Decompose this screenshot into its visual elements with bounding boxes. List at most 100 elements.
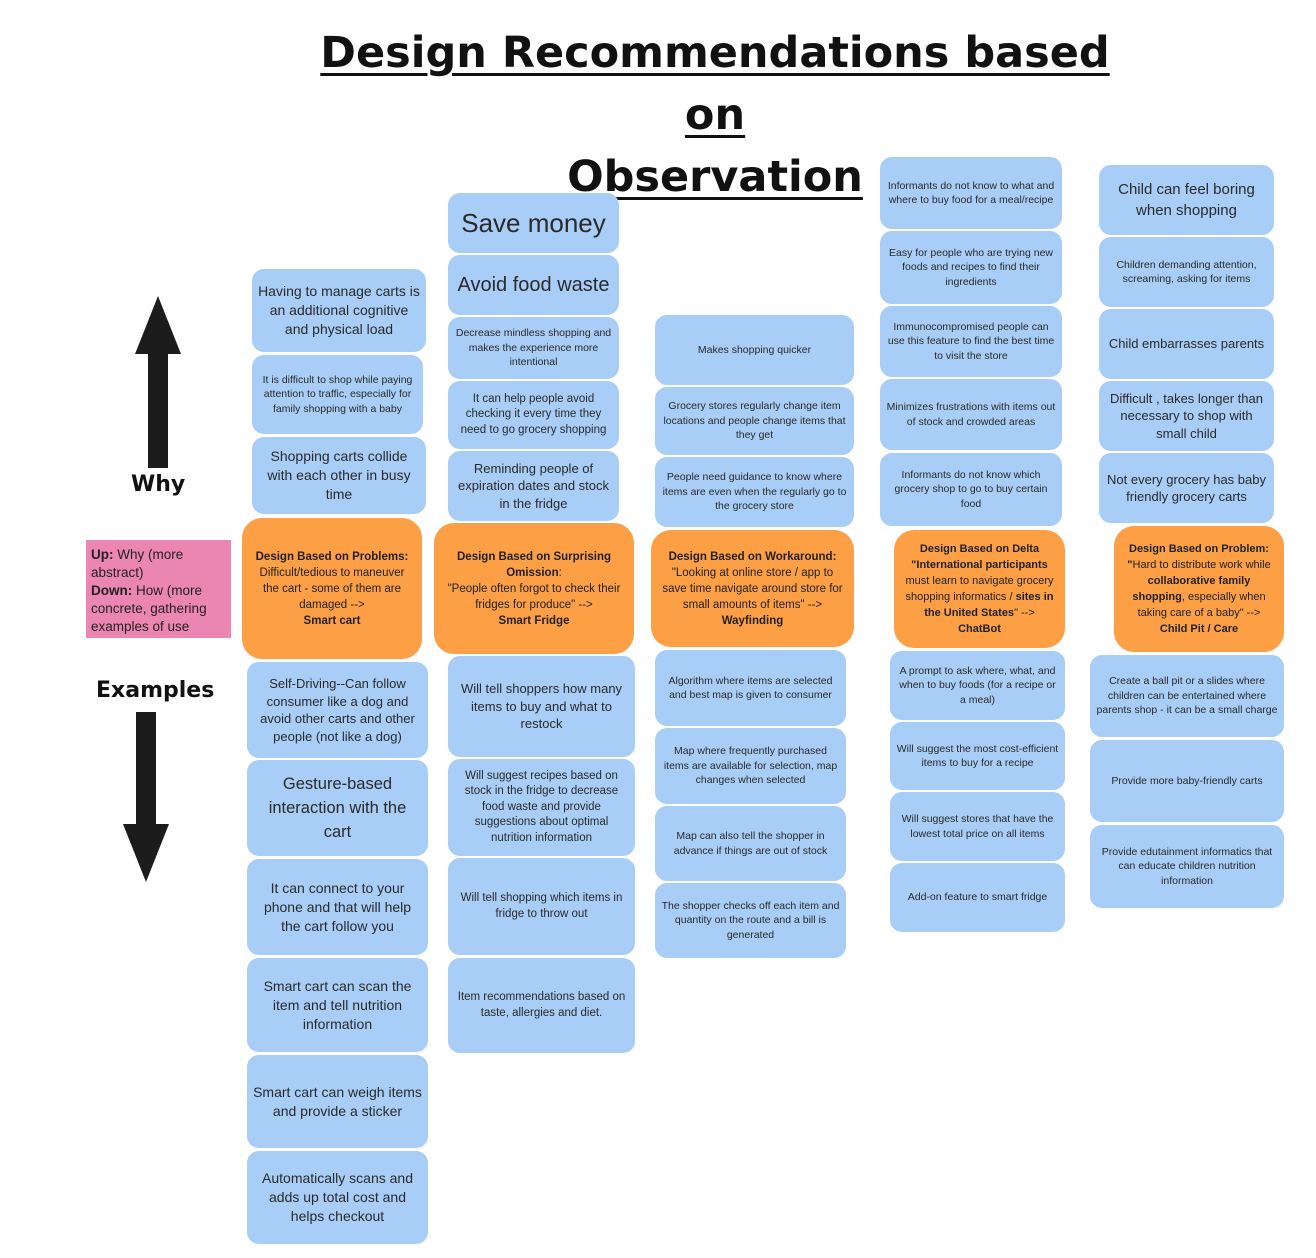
problem-text: "Looking at online store / app to save t… bbox=[662, 566, 843, 611]
note-text: Reminding people of expiration dates and… bbox=[457, 460, 610, 511]
title-line-2: Observation bbox=[567, 152, 863, 202]
problem-card-smart-fridge: Design Based on Surprising Omission: "Pe… bbox=[434, 523, 634, 654]
note-text: Shopping carts collide with each other i… bbox=[267, 448, 411, 502]
why-note: Grocery stores regularly change item loc… bbox=[655, 387, 854, 455]
note-text: It can connect to your phone and that wi… bbox=[263, 879, 412, 934]
note-text: The shopper checks off each item and qua… bbox=[661, 899, 840, 941]
why-note: Informants do not know to what and where… bbox=[880, 157, 1062, 229]
problem-text: "People often forgot to check their frid… bbox=[447, 582, 621, 611]
problem-heading: Design Based on Delta bbox=[919, 543, 1040, 555]
why-note: It is difficult to shop while paying att… bbox=[252, 355, 423, 434]
note-text: Map where frequently purchased items are… bbox=[663, 745, 838, 787]
legend-note: Up: Why (more abstract) Down: How (more … bbox=[86, 540, 231, 638]
why-note: It can help people avoid checking it eve… bbox=[448, 381, 619, 449]
problem-heading: Design Based on Workaround: bbox=[668, 550, 837, 563]
problem-result: Smart cart bbox=[303, 614, 361, 627]
example-note: Smart cart can weigh items and provide a… bbox=[247, 1055, 428, 1148]
why-note: Reminding people of expiration dates and… bbox=[448, 451, 619, 521]
example-note: Will tell shopping which items in fridge… bbox=[448, 858, 635, 955]
note-text: Children demanding attention, screaming,… bbox=[1116, 258, 1257, 286]
example-note: Map where frequently purchased items are… bbox=[655, 728, 846, 804]
example-note: Will suggest stores that have the lowest… bbox=[890, 792, 1065, 861]
note-text: Child can feel boring when shopping bbox=[1118, 181, 1255, 219]
example-note: Item recommendations based on taste, all… bbox=[448, 958, 635, 1053]
title-line-1: Design Recommendations based on bbox=[320, 28, 1110, 140]
note-text: Smart cart can weigh items and provide a… bbox=[253, 1083, 422, 1119]
problem-card-child-pit: Design Based on Problem: "Hard to distri… bbox=[1114, 526, 1284, 652]
example-note: Algorithm where items are selected and b… bbox=[655, 650, 846, 726]
note-text: Having to manage carts is an additional … bbox=[258, 283, 420, 337]
why-note: Decrease mindless shopping and makes the… bbox=[448, 317, 619, 379]
why-label: Why bbox=[131, 472, 186, 497]
problem-heading: Design Based on Problem: bbox=[1129, 543, 1269, 555]
note-text: Will suggest stores that have the lowest… bbox=[901, 813, 1054, 840]
example-note: Will tell shoppers how many items to buy… bbox=[448, 656, 635, 757]
why-note: Child embarrasses parents bbox=[1099, 309, 1274, 379]
note-text: Not every grocery has baby friendly groc… bbox=[1107, 471, 1266, 505]
note-text: Makes shopping quicker bbox=[697, 343, 812, 356]
note-text: Smart cart can scan the item and tell nu… bbox=[263, 977, 412, 1032]
example-note: Self-Driving--Can follow consumer like a… bbox=[247, 662, 428, 758]
example-note: Will suggest the most cost-efficient ite… bbox=[890, 722, 1065, 790]
arrow-down-icon bbox=[123, 712, 169, 882]
example-note: Map can also tell the shopper in advance… bbox=[655, 806, 846, 881]
problem-heading: Design Based on Problems: bbox=[255, 550, 409, 563]
example-note: Create a ball pit or a slides where chil… bbox=[1090, 655, 1284, 737]
note-text: Child embarrasses parents bbox=[1108, 336, 1265, 352]
legend-down-label: Down: bbox=[91, 583, 133, 598]
arrow-up-icon bbox=[135, 296, 181, 468]
why-note: Shopping carts collide with each other i… bbox=[252, 437, 426, 514]
note-text: Item recommendations based on taste, all… bbox=[457, 991, 626, 1019]
why-note: Immunocompromised people can use this fe… bbox=[880, 306, 1062, 377]
why-note: Children demanding attention, screaming,… bbox=[1099, 237, 1274, 307]
note-text: Informants do not know to what and where… bbox=[887, 179, 1055, 207]
problem-bold-1: collaborative family shopping bbox=[1132, 575, 1251, 603]
why-note: Difficult , takes longer than necessary … bbox=[1099, 381, 1274, 451]
why-note: Save money bbox=[448, 193, 619, 253]
example-note: It can connect to your phone and that wi… bbox=[247, 859, 428, 955]
legend-down-text: How (more concrete, gathering examples o… bbox=[91, 583, 207, 634]
example-note: Provide edutainment informatics that can… bbox=[1090, 825, 1284, 908]
why-note: Minimizes frustrations with items out of… bbox=[880, 379, 1062, 450]
why-note: Avoid food waste bbox=[448, 255, 619, 315]
note-text: A prompt to ask where, what, and when to… bbox=[899, 664, 1056, 706]
legend-up-label: Up: bbox=[91, 547, 114, 562]
example-note: Provide more baby-friendly carts bbox=[1090, 740, 1284, 822]
why-note: Easy for people who are trying new foods… bbox=[880, 231, 1062, 304]
note-text: Minimizes frustrations with items out of… bbox=[886, 401, 1056, 428]
note-text: Will tell shopping which items in fridge… bbox=[460, 892, 623, 920]
note-text: It can help people avoid checking it eve… bbox=[460, 392, 607, 436]
note-text: Immunocompromised people can use this fe… bbox=[887, 320, 1055, 362]
note-text: Save money bbox=[461, 208, 606, 238]
legend-up-text: Why (more abstract) bbox=[91, 547, 184, 580]
note-text: Algorithm where items are selected and b… bbox=[668, 674, 833, 702]
example-note: Gesture-based interaction with the cart bbox=[247, 760, 428, 856]
note-text: It is difficult to shop while paying att… bbox=[262, 373, 413, 415]
note-text: Automatically scans and adds up total co… bbox=[262, 1170, 413, 1224]
note-text: Difficult , takes longer than necessary … bbox=[1110, 390, 1263, 441]
example-note: The shopper checks off each item and qua… bbox=[655, 883, 846, 958]
note-text: Map can also tell the shopper in advance… bbox=[673, 830, 828, 857]
note-text: Create a ball pit or a slides where chil… bbox=[1096, 675, 1278, 717]
example-note: A prompt to ask where, what, and when to… bbox=[890, 651, 1065, 720]
note-text: Will suggest the most cost-efficient ite… bbox=[896, 742, 1059, 770]
note-text: Gesture-based interaction with the cart bbox=[268, 775, 407, 841]
problem-text: Difficult/tedious to maneuver the cart -… bbox=[259, 566, 405, 611]
problem-card-smart-cart: Design Based on Problems: Difficult/tedi… bbox=[242, 518, 422, 659]
page-title: Design Recommendations based on Observat… bbox=[300, 22, 1130, 208]
examples-label: Examples bbox=[96, 678, 215, 703]
note-text: People need guidance to know where items… bbox=[662, 471, 847, 513]
example-note: Smart cart can scan the item and tell nu… bbox=[247, 958, 428, 1052]
note-text: Easy for people who are trying new foods… bbox=[888, 246, 1053, 288]
note-text: Grocery stores regularly change item loc… bbox=[663, 400, 846, 442]
note-text: Informants do not know which grocery sho… bbox=[894, 468, 1048, 510]
example-note: Add-on feature to smart fridge bbox=[890, 863, 1065, 932]
why-note: Not every grocery has baby friendly groc… bbox=[1099, 453, 1274, 523]
note-text: Will suggest recipes based on stock in t… bbox=[464, 769, 619, 844]
problem-result: Child Pit / Care bbox=[1159, 623, 1239, 635]
example-note: Will suggest recipes based on stock in t… bbox=[448, 759, 635, 856]
problem-result: Wayfinding bbox=[721, 614, 784, 627]
note-text: Provide edutainment informatics that can… bbox=[1101, 845, 1273, 887]
problem-result: ChatBot bbox=[958, 623, 1001, 635]
why-note: Informants do not know which grocery sho… bbox=[880, 453, 1062, 526]
